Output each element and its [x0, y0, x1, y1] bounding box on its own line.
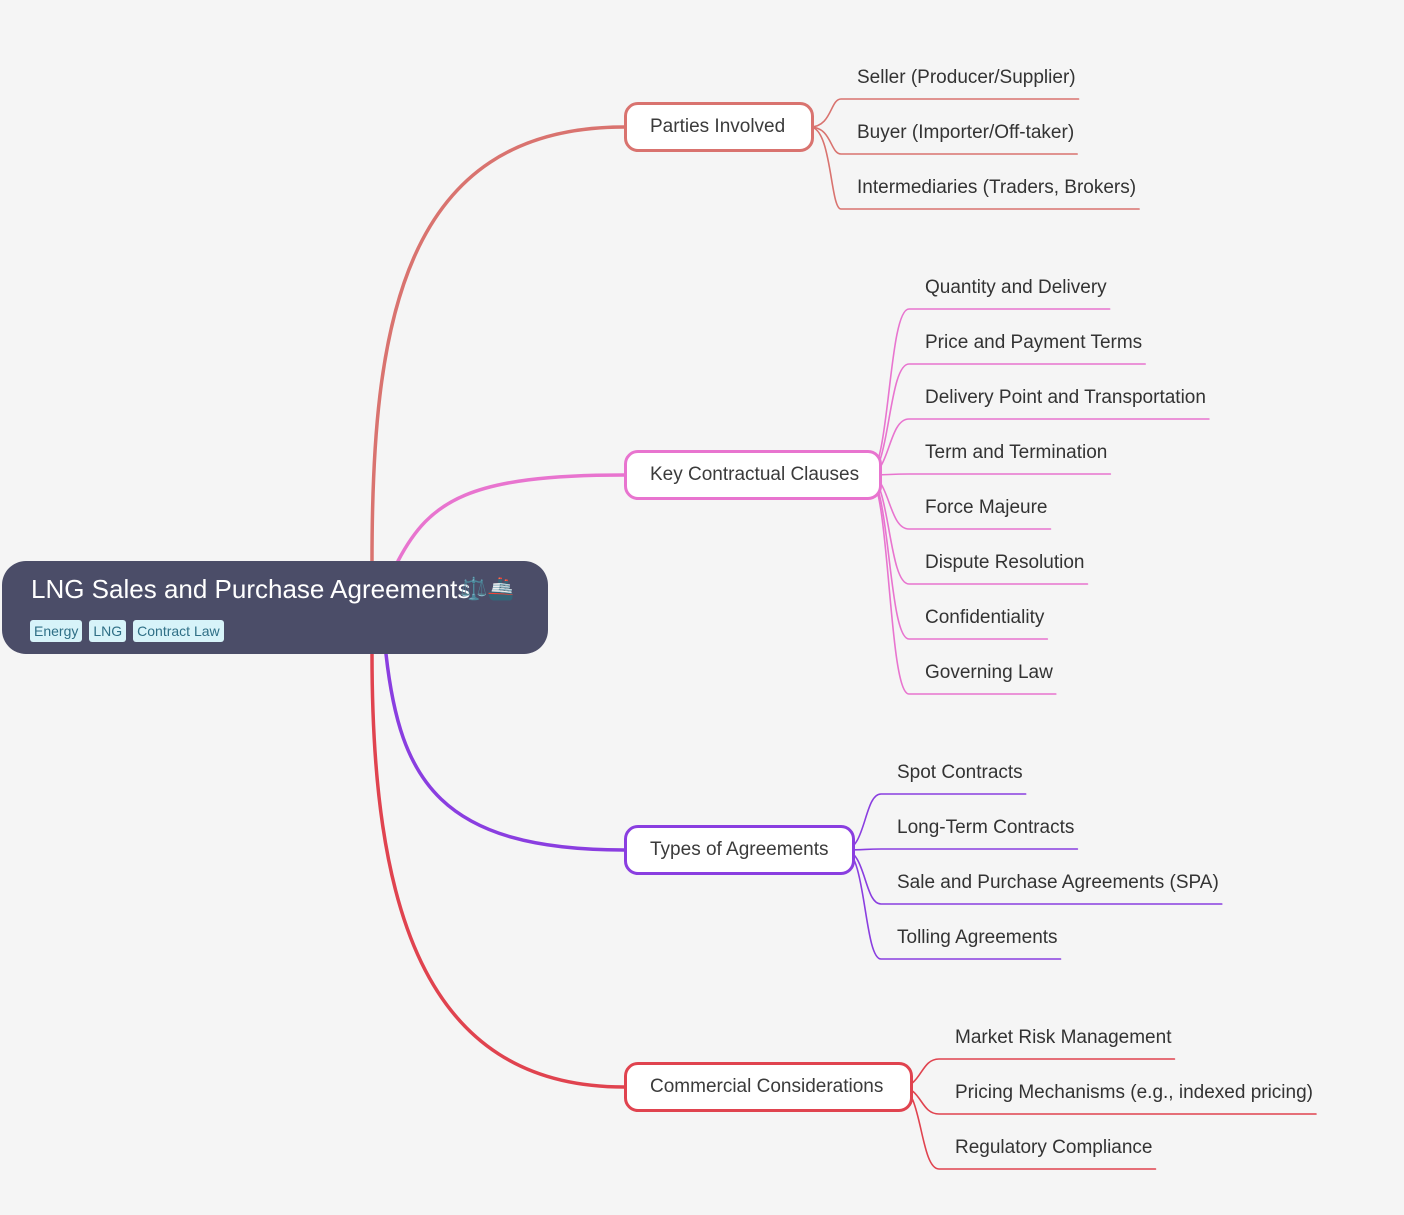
leaf-connector-1-3	[867, 473, 1112, 476]
leaf-price-payment[interactable]: Price and Payment Terms	[925, 332, 1143, 353]
branch-connector-1	[396, 473, 626, 563]
leaf-market-risk[interactable]: Market Risk Management	[955, 1027, 1172, 1048]
tag-list: Energy LNG Contract Law	[30, 620, 224, 642]
leaf-governing-law[interactable]: Governing Law	[925, 662, 1053, 683]
leaf-term-termination[interactable]: Term and Termination	[925, 442, 1108, 463]
branch-types-of-agreements[interactable]: Types of Agreements	[624, 825, 855, 875]
leaf-quantity-delivery[interactable]: Quantity and Delivery	[925, 277, 1107, 298]
branch-connector-0	[370, 125, 626, 563]
tag-contract-law[interactable]: Contract Law	[133, 620, 224, 642]
leaf-force-majeure[interactable]: Force Majeure	[925, 497, 1048, 518]
leaf-pricing-mechanisms[interactable]: Pricing Mechanisms (e.g., indexed pricin…	[955, 1082, 1313, 1103]
leaf-delivery-point[interactable]: Delivery Point and Transportation	[925, 387, 1206, 408]
root-node[interactable]: LNG Sales and Purchase Agreements ⚖️🚢 En…	[2, 561, 548, 654]
scales-ship-icon: ⚖️🚢	[460, 576, 515, 601]
leaf-seller[interactable]: Seller (Producer/Supplier)	[857, 67, 1076, 88]
leaf-tolling-agreements[interactable]: Tolling Agreements	[897, 927, 1058, 948]
leaf-connector-2-1	[843, 848, 1079, 851]
branch-connector-2	[384, 652, 626, 852]
tag-lng[interactable]: LNG	[89, 620, 127, 642]
leaf-connector-0-1	[809, 126, 1078, 155]
branch-parties-involved[interactable]: Parties Involved	[624, 102, 814, 152]
leaf-long-term-contracts[interactable]: Long-Term Contracts	[897, 817, 1075, 838]
leaf-intermediaries[interactable]: Intermediaries (Traders, Brokers)	[857, 177, 1137, 198]
leaf-confidentiality[interactable]: Confidentiality	[925, 607, 1045, 628]
leaf-spa[interactable]: Sale and Purchase Agreements (SPA)	[897, 872, 1219, 893]
leaf-regulatory-compliance[interactable]: Regulatory Compliance	[955, 1137, 1153, 1158]
leaf-connector-0-0	[809, 98, 1080, 128]
tag-energy[interactable]: Energy	[30, 620, 83, 642]
leaf-connector-0-2	[809, 126, 1140, 210]
leaf-buyer[interactable]: Buyer (Importer/Off-taker)	[857, 122, 1075, 143]
root-title: LNG Sales and Purchase Agreements	[31, 574, 471, 604]
branch-commercial-considerations[interactable]: Commercial Considerations	[624, 1062, 913, 1112]
leaf-spot-contracts[interactable]: Spot Contracts	[897, 762, 1023, 783]
branch-key-contractual-clauses[interactable]: Key Contractual Clauses	[624, 450, 882, 500]
leaf-dispute-resolution[interactable]: Dispute Resolution	[925, 552, 1085, 573]
branch-connector-3	[370, 652, 626, 1089]
